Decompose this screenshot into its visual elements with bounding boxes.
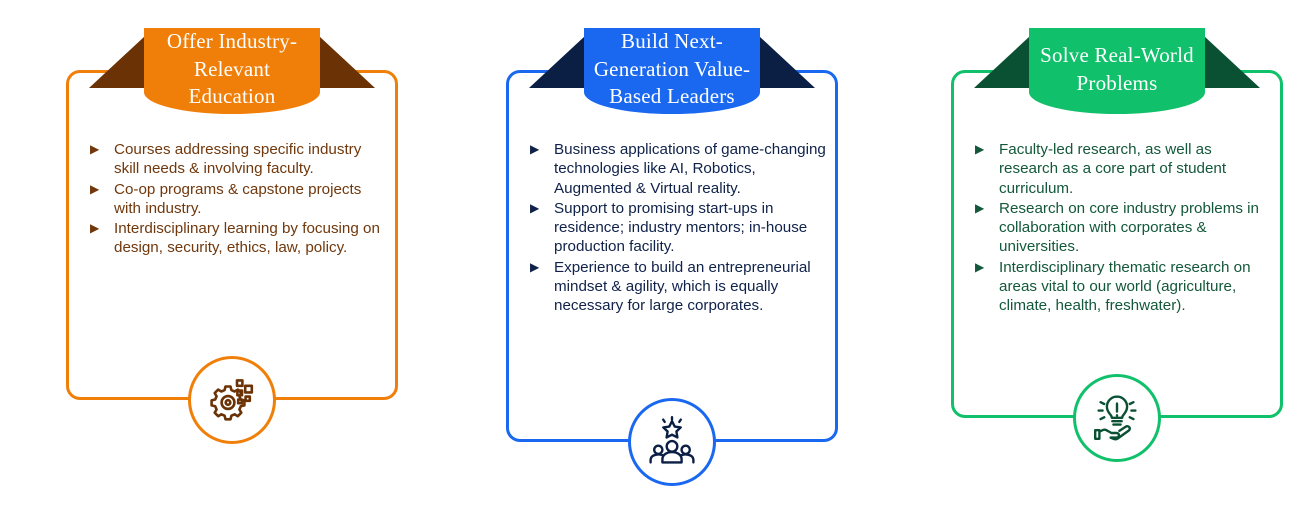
- list-item-text: Business applications of game-changing t…: [554, 141, 826, 197]
- list-item-text: Interdisciplinary learning by focusing o…: [114, 220, 380, 257]
- ribbon-tail-right-icon: [759, 36, 815, 88]
- list-item: ▶ Faculty-led research, as well as resea…: [975, 140, 1273, 198]
- bullet-list: ▶ Faculty-led research, as well as resea…: [975, 140, 1273, 317]
- triangle-bullet-icon: ▶: [975, 200, 985, 215]
- icon-badge: [188, 356, 276, 444]
- card-title: Solve Real-World Problems: [1040, 43, 1194, 95]
- triangle-bullet-icon: ▶: [975, 259, 985, 274]
- triangle-bullet-icon: ▶: [90, 142, 100, 156]
- card-build-next-generation-value-based-leaders: Build Next- Generation Value- Based Lead…: [500, 0, 844, 520]
- triangle-bullet-icon: ▶: [530, 142, 540, 156]
- hand-lightbulb-idea-icon: [1094, 395, 1137, 441]
- gear-digital-icon: [210, 379, 254, 421]
- list-item: ▶ Experience to build an entrepreneurial…: [530, 258, 828, 316]
- ribbon-tail-left-icon: [89, 36, 145, 88]
- ribbon-body: Solve Real-World Problems: [1029, 28, 1205, 114]
- ribbon-banner: Build Next- Generation Value- Based Lead…: [500, 8, 844, 128]
- list-item: ▶ Interdisciplinary learning by focusing…: [90, 219, 388, 258]
- bullet-list: ▶ Business applications of game-changing…: [530, 140, 828, 317]
- list-item-text: Research on core industry problems in co…: [999, 199, 1259, 256]
- ribbon-tail-left-icon: [974, 36, 1030, 88]
- icon-badge: [1073, 374, 1161, 462]
- triangle-bullet-icon: ▶: [530, 259, 540, 274]
- triangle-bullet-icon: ▶: [975, 142, 985, 156]
- ribbon-body: Build Next- Generation Value- Based Lead…: [584, 28, 760, 114]
- leadership-team-star-icon: [649, 416, 695, 464]
- triangle-bullet-icon: ▶: [530, 200, 540, 215]
- ribbon-body: Offer Industry- Relevant Education: [144, 28, 320, 114]
- card-title: Build Next- Generation Value- Based Lead…: [593, 29, 751, 109]
- list-item: ▶ Co-op programs & capstone projects wit…: [90, 180, 388, 219]
- list-item-text: Co-op programs & capstone projects with …: [114, 180, 362, 217]
- list-item: ▶ Courses addressing specific industry s…: [90, 140, 388, 179]
- ribbon-tail-right-icon: [1204, 36, 1260, 88]
- list-item: ▶ Research on core industry problems in …: [975, 199, 1273, 257]
- triangle-bullet-icon: ▶: [90, 181, 100, 196]
- bullet-list: ▶ Courses addressing specific industry s…: [90, 140, 388, 259]
- ribbon-banner: Solve Real-World Problems: [945, 8, 1289, 128]
- icon-badge: [628, 398, 716, 486]
- list-item-text: Courses addressing specific industry ski…: [114, 141, 362, 178]
- ribbon-tail-left-icon: [529, 36, 585, 88]
- list-item: ▶ Business applications of game-changing…: [530, 140, 828, 198]
- ribbon-tail-right-icon: [319, 36, 375, 88]
- card-title: Offer Industry- Relevant Education: [166, 29, 298, 109]
- list-item-text: Support to promising start-ups in reside…: [554, 199, 808, 256]
- ribbon-banner: Offer Industry- Relevant Education: [60, 8, 404, 128]
- triangle-bullet-icon: ▶: [90, 221, 100, 236]
- card-offer-industry-relevant-education: Offer Industry- Relevant Education ▶ Cou…: [60, 0, 404, 520]
- list-item: ▶ Interdisciplinary thematic research on…: [975, 258, 1273, 316]
- list-item-text: Interdisciplinary thematic research on a…: [999, 258, 1251, 315]
- list-item: ▶ Support to promising start-ups in resi…: [530, 199, 828, 257]
- list-item-text: Faculty-led research, as well as researc…: [999, 141, 1227, 197]
- card-solve-real-world-problems: Solve Real-World Problems ▶ Faculty-led …: [945, 0, 1289, 520]
- list-item-text: Experience to build an entrepreneurial m…: [554, 258, 811, 315]
